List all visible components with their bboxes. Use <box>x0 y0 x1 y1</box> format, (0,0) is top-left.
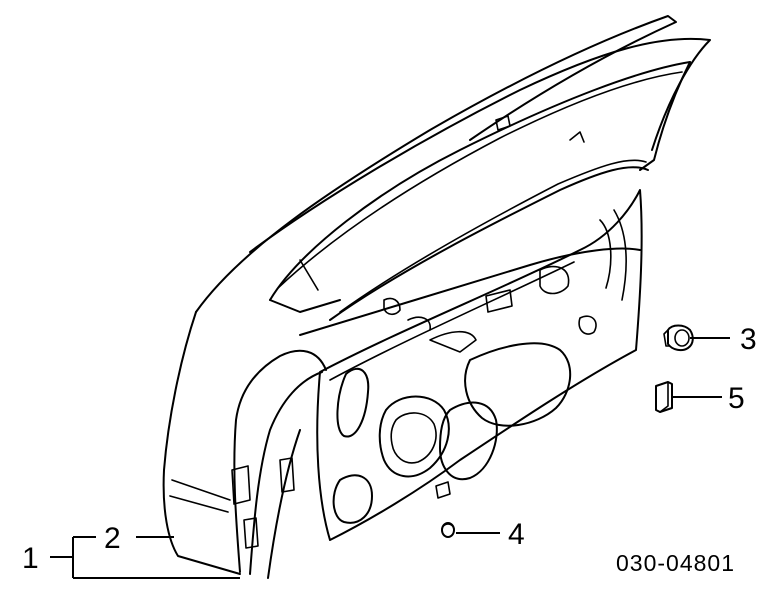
inner-panel <box>231 189 643 579</box>
window-frame <box>249 37 711 313</box>
part-4-plug <box>441 522 455 538</box>
callout-2: 2 <box>104 522 121 555</box>
callout-4: 4 <box>508 518 525 551</box>
part-5-pad <box>655 381 673 413</box>
front-door-shell <box>162 15 677 575</box>
callout-3: 3 <box>740 323 757 356</box>
window-glass-run <box>299 159 649 336</box>
callout-1: 1 <box>22 542 39 575</box>
callout-5: 5 <box>728 382 745 415</box>
leader-lines <box>50 337 730 579</box>
part-3-grommet <box>663 324 694 352</box>
part-number-code: 030-04801 <box>616 550 735 576</box>
